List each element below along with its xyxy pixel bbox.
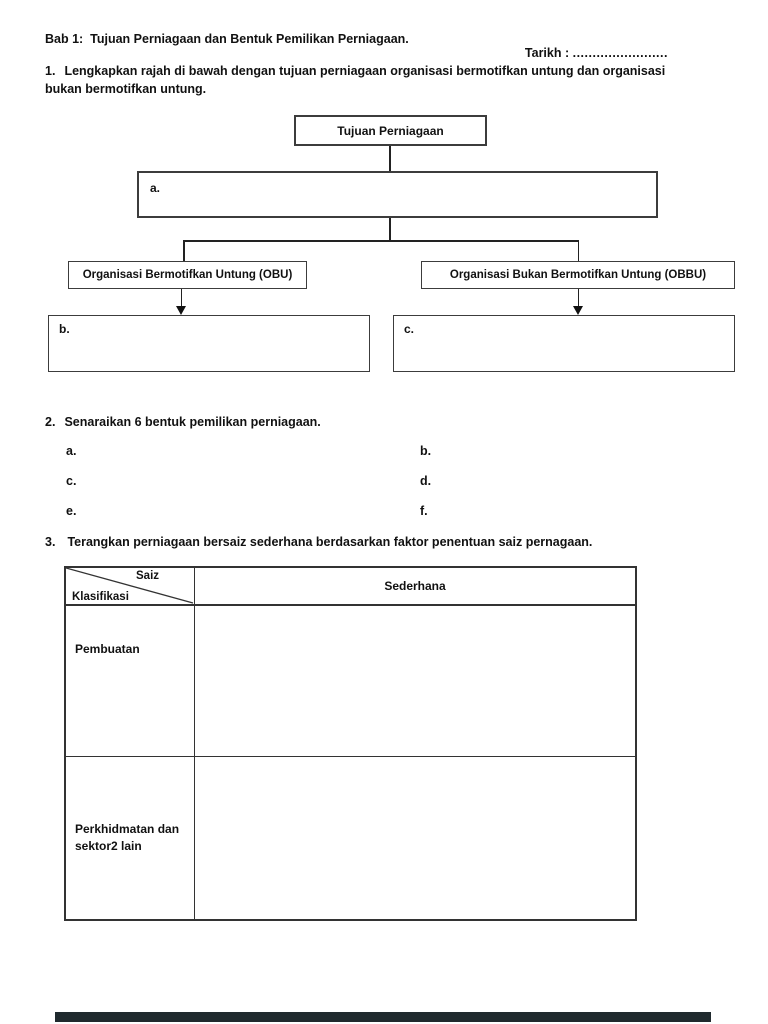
- question-3: 3. Terangkan perniagaan bersaiz sederhana…: [45, 534, 592, 552]
- table-row: Perkhidmatan dan sektor2 lain: [66, 757, 635, 919]
- table-row: Pembuatan: [66, 606, 635, 757]
- q2-item-f: f.: [420, 504, 428, 518]
- arrow-down-icon: [572, 306, 583, 315]
- date-field: Tarikh : ........................: [511, 32, 668, 74]
- question-1-line-1: 1. Lengkapkan rajah di bawah dengan tujua…: [45, 63, 737, 81]
- connector-horizontal: [183, 240, 579, 242]
- row-value-pembuatan: [195, 606, 635, 756]
- page-title: Bab 1: Tujuan Perniagaan dan Bentuk Pemi…: [45, 32, 409, 46]
- diagram-root-box: Tujuan Perniagaan: [294, 115, 487, 146]
- question-1-line-2: bukan bermotifkan untung.: [45, 81, 207, 96]
- answer-box-a: a.: [137, 171, 658, 218]
- answer-box-b-label: b.: [59, 322, 70, 336]
- question-2-text: Senaraikan 6 bentuk pemilikan perniagaan…: [64, 415, 321, 429]
- arrow-down-icon: [175, 306, 186, 315]
- row-label-pembuatan: Pembuatan: [66, 606, 195, 756]
- question-2-number: 2.: [45, 415, 56, 429]
- corner-label-klasifikasi: Klasifikasi: [72, 591, 129, 603]
- obu-branch-box: Organisasi Bermotifkan Untung (OBU): [68, 261, 307, 289]
- q2-item-a: a.: [66, 444, 77, 458]
- connector-drop-left: [183, 240, 185, 261]
- connector-root-to-a: [389, 146, 391, 171]
- question-1-text: Lengkapkan rajah di bawah dengan tujuan …: [64, 64, 666, 78]
- question-1: 1. Lengkapkan rajah di bawah dengan tujua…: [45, 63, 737, 98]
- question-3-number: 3.: [45, 535, 56, 549]
- q2-item-b: b.: [420, 444, 432, 458]
- table-corner-cell: Saiz Klasifikasi: [66, 568, 195, 604]
- question-2: 2. Senaraikan 6 bentuk pemilikan perniaga…: [45, 414, 321, 432]
- answer-box-a-label: a.: [150, 181, 161, 195]
- q2-item-d: d.: [420, 474, 432, 488]
- answer-box-b: b.: [48, 315, 370, 372]
- connector-a-down: [389, 218, 391, 240]
- corner-label-saiz: Saiz: [136, 570, 160, 582]
- arrow-left-line: [180, 289, 182, 307]
- diagonal-line: [66, 568, 194, 604]
- question-1-number: 1.: [45, 64, 56, 78]
- q2-item-c: c.: [66, 474, 77, 488]
- q2-item-e: e.: [66, 504, 77, 518]
- arrow-right-line: [577, 289, 579, 307]
- table-header-row: Saiz Klasifikasi Sederhana: [66, 568, 635, 606]
- answer-box-c-label: c.: [404, 322, 415, 336]
- row-label-perkhidmatan: Perkhidmatan dan sektor2 lain: [66, 757, 195, 919]
- row-value-perkhidmatan: [195, 757, 635, 919]
- connector-drop-right: [577, 240, 579, 261]
- answer-box-c: c.: [393, 315, 735, 372]
- date-label: Tarikh :: [524, 46, 573, 60]
- column-header-sederhana: Sederhana: [384, 579, 446, 593]
- date-blank-line: ........................: [572, 46, 668, 60]
- question-3-text: Terangkan perniagaan bersaiz sederhana b…: [67, 535, 593, 549]
- size-classification-table: Saiz Klasifikasi Sederhana Pembuatan Per…: [64, 566, 637, 921]
- obbu-branch-box: Organisasi Bukan Bermotifkan Untung (OBB…: [421, 261, 735, 289]
- footer-scan-bar: [55, 1012, 711, 1022]
